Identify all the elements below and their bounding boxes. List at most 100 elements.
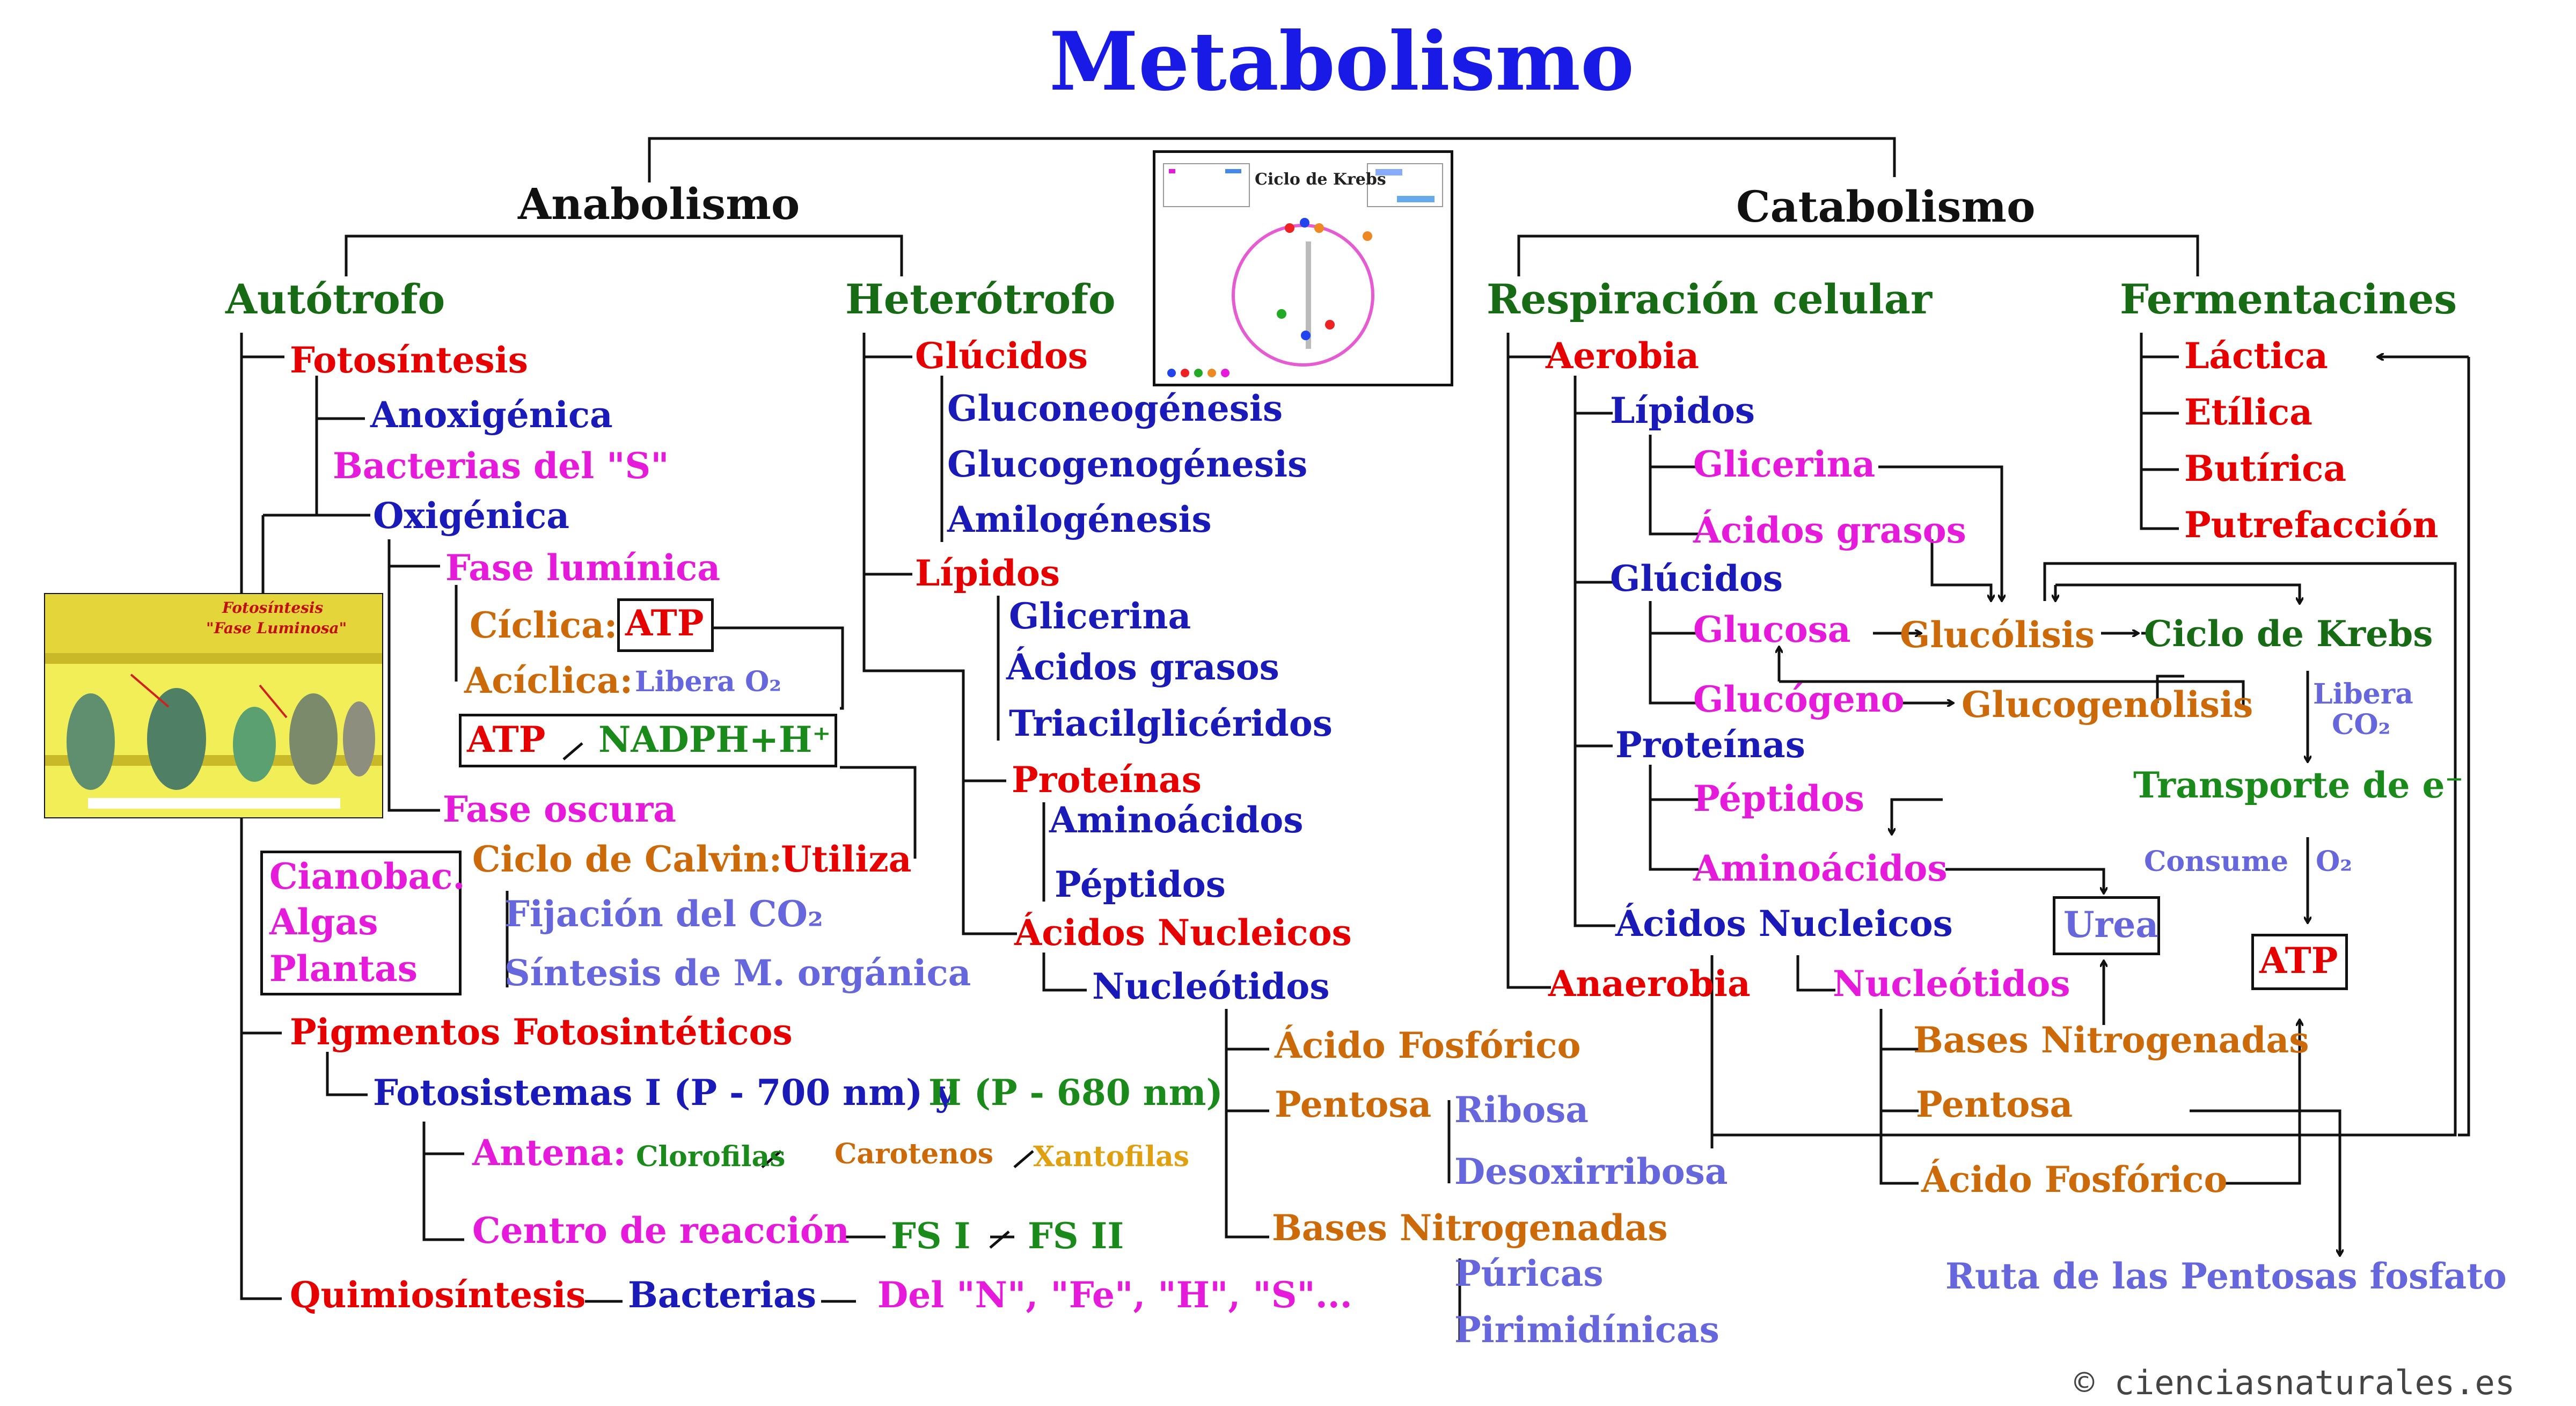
libera-label: Libera xyxy=(2313,678,2413,711)
ruta-pentosas-label: Ruta de las Pentosas fosfato xyxy=(1945,1255,2507,1297)
copyright-notice: © cienciasnaturales.es xyxy=(2074,1363,2515,1402)
fotosintesis-label: Fotosíntesis xyxy=(290,339,528,381)
krebs-inset-title: Ciclo de Krebs xyxy=(1255,170,1386,189)
atp-ciclica-label: ATP xyxy=(625,602,704,644)
organism-cianobac: Cianobac. xyxy=(269,855,465,897)
krebs-cycle-icon xyxy=(1163,163,1443,377)
bacterias-label: Bacterias xyxy=(628,1274,816,1316)
atp-aciclica-label: ATP xyxy=(467,719,546,760)
fijacion-co2-label: Fijación del CO₂ xyxy=(504,893,823,935)
cat-lipidos-label: Lípidos xyxy=(1610,390,1755,431)
thylakoid-membrane-icon xyxy=(45,594,382,817)
triacilgliceridos-label: Triacilglicéridos xyxy=(1009,702,1333,744)
transporte-label: Transporte de e⁻ xyxy=(2133,764,2464,806)
centro-reaccion-label: Centro de reacción xyxy=(472,1210,850,1251)
het-bases-label: Bases Nitrogenadas xyxy=(1272,1207,1668,1249)
sintesis-organica-label: Síntesis de M. orgánica xyxy=(504,952,971,994)
het-acido-fosforico-label: Ácido Fosfórico xyxy=(1275,1024,1581,1066)
carotenos-label: Carotenos xyxy=(835,1138,994,1170)
cat-proteinas-label: Proteínas xyxy=(1615,724,1805,766)
ciclica-label: Cíclica: xyxy=(470,604,618,646)
fermentacion-lactica: Láctica xyxy=(2184,335,2328,377)
het-acidos-grasos-label: Ácidos grasos xyxy=(1006,646,1279,688)
gluconeogenesis-label: Gluconeogénesis xyxy=(947,387,1283,429)
het-acidos-nucleicos-label: Ácidos Nucleicos xyxy=(1014,912,1352,954)
heterotrofo-heading: Heterótrofo xyxy=(845,275,1116,323)
consume-label: Consume xyxy=(2144,845,2289,878)
co2-label: CO₂ xyxy=(2332,708,2391,741)
cat-peptidos-label: Péptidos xyxy=(1693,778,1864,819)
fs1-label: FS I xyxy=(891,1215,971,1257)
bacterias-s-label: Bacterias del "S" xyxy=(333,445,669,487)
anabolismo-heading: Anabolismo xyxy=(518,179,800,229)
page-title: Metabolismo xyxy=(1049,14,1635,109)
fermentacion-putrefaccion: Putrefacción xyxy=(2184,504,2439,546)
cat-atp-label: ATP xyxy=(2259,940,2338,982)
cat-aminoacidos-label: Aminoácidos xyxy=(1693,847,1948,889)
glucogeno-label: Glucógeno xyxy=(1693,678,1905,720)
organisms-box xyxy=(260,851,462,995)
del-n-fe-h-s-label: Del "N", "Fe", "H", "S"... xyxy=(877,1274,1352,1316)
cat-acidos-grasos-label: Ácidos grasos xyxy=(1693,509,1966,551)
glucosa-label: Glucosa xyxy=(1693,609,1851,650)
aciclica-label: Acíclica: xyxy=(464,660,633,701)
organism-plantas: Plantas xyxy=(269,948,418,990)
ciclo-krebs-label: Ciclo de Krebs xyxy=(2144,613,2433,655)
het-peptidos-label: Péptidos xyxy=(1055,863,1226,905)
fase-oscura-label: Fase oscura xyxy=(443,788,677,830)
antena-label: Antena: xyxy=(472,1132,626,1174)
glucogenogenesis-label: Glucogenogénesis xyxy=(947,443,1308,485)
respiracion-heading: Respiración celular xyxy=(1487,275,1933,323)
o2-label: O₂ xyxy=(2316,845,2353,878)
het-pentosa-label: Pentosa xyxy=(1275,1083,1432,1125)
cat-acido-fosforico-label: Ácido Fosfórico xyxy=(1921,1159,2228,1200)
atp-nadph-box xyxy=(459,714,837,767)
fase-luminica-label: Fase lumínica xyxy=(445,547,721,589)
amilogenesis-label: Amilogénesis xyxy=(947,499,1212,540)
anaerobia-label: Anaerobia xyxy=(1548,963,1751,1005)
het-lipidos-label: Lípidos xyxy=(915,552,1060,594)
urea-label: Urea xyxy=(2063,904,2159,946)
fermentacion-butirica: Butírica xyxy=(2184,448,2347,489)
xantofilas-label: Xantofilas xyxy=(1033,1140,1190,1173)
organism-algas: Algas xyxy=(269,901,378,943)
quimiosintesis-label: Quimiosíntesis xyxy=(290,1274,586,1316)
libera-o2-label: Libera O₂ xyxy=(635,665,782,698)
autotrofo-heading: Autótrofo xyxy=(225,275,445,323)
atp-box-catabolismo xyxy=(2251,934,2348,990)
aerobia-label: Aerobia xyxy=(1546,335,1699,377)
oxigenica-label: Oxigénica xyxy=(373,495,570,537)
fs2-label: FS II xyxy=(1028,1215,1124,1257)
cat-glicerina-label: Glicerina xyxy=(1693,443,1876,485)
het-glicerina-label: Glicerina xyxy=(1009,595,1191,637)
het-aminoacidos-label: Aminoácidos xyxy=(1049,799,1304,841)
cat-acidos-nucleicos-label: Ácidos Nucleicos xyxy=(1615,903,1953,944)
cat-glucidos-label: Glúcidos xyxy=(1610,558,1783,599)
cat-nucleotidos-label: Nucleótidos xyxy=(1833,963,2070,1005)
clorofilas-label: Clorofilas xyxy=(636,1140,786,1173)
fermentacion-etilica: Etílica xyxy=(2184,391,2312,433)
atp-box-ciclica xyxy=(617,598,714,652)
photosynthesis-inset-subtitle: "Fase Luminosa" xyxy=(206,619,347,637)
cat-pentosa-label: Pentosa xyxy=(1916,1083,2073,1125)
glucolisis-label: Glucólisis xyxy=(1900,614,2095,656)
pigmentos-label: Pigmentos Fotosintéticos xyxy=(290,1011,793,1053)
ribosa-label: Ribosa xyxy=(1454,1089,1589,1131)
glucogenolisis-label: Glucogenolisis xyxy=(1962,684,2253,726)
ciclo-calvin-label: Ciclo de Calvin: xyxy=(472,838,782,880)
anoxigenica-label: Anoxigénica xyxy=(370,394,613,436)
utiliza-label: Utiliza xyxy=(781,838,912,880)
nadph-label: NADPH+H⁺ xyxy=(598,719,831,760)
puricas-label: Púricas xyxy=(1454,1253,1604,1294)
urea-box xyxy=(2053,896,2160,955)
fotosistemas-label: Fotosistemas I (P - 700 nm) y xyxy=(373,1072,956,1114)
het-glucidos-label: Glúcidos xyxy=(915,335,1088,377)
fotosistemas-ii-label: II (P - 680 nm) xyxy=(928,1072,1223,1114)
fermentaciones-heading: Fermentacines xyxy=(2120,275,2457,323)
catabolismo-heading: Catabolismo xyxy=(1736,181,2036,232)
photosynthesis-inset-title: Fotosíntesis xyxy=(222,599,324,617)
het-nucleotidos-label: Nucleótidos xyxy=(1092,965,1330,1007)
photosynthesis-image: Fotosíntesis "Fase Luminosa" xyxy=(44,593,383,818)
het-proteinas-label: Proteínas xyxy=(1012,759,1202,801)
